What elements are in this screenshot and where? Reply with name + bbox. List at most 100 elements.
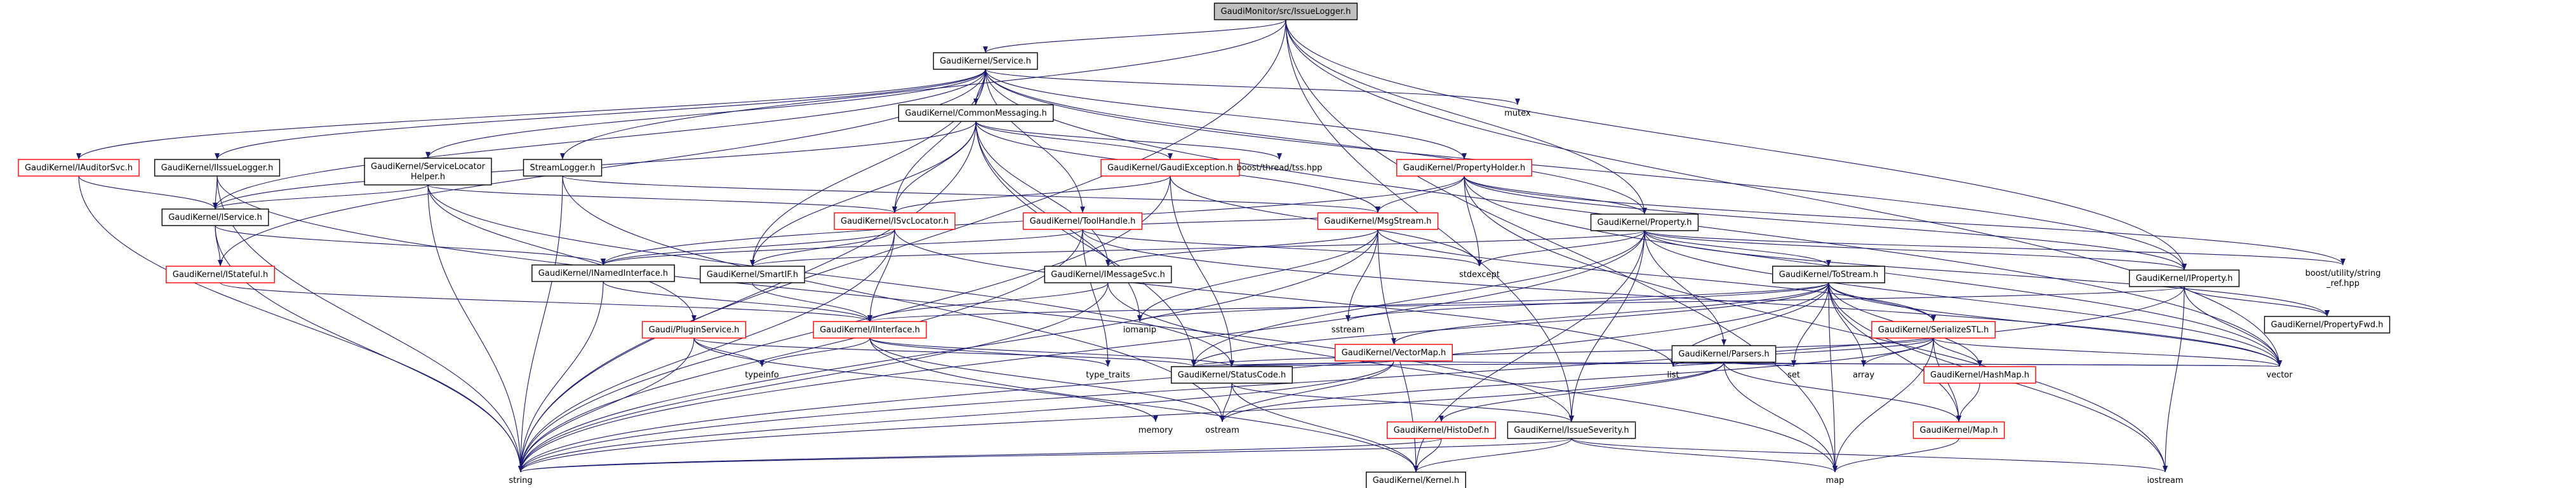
node-hashmap[interactable]: GaudiKernel/HashMap.h bbox=[1923, 366, 2036, 384]
node-iissuelogger[interactable]: GaudiKernel/IIssueLogger.h bbox=[154, 159, 281, 177]
node-box bbox=[813, 321, 927, 339]
edge-tostream-to-set bbox=[1791, 282, 1829, 367]
node-iservice[interactable]: GaudiKernel/IService.h bbox=[161, 208, 269, 226]
edge-root-to-iproperty bbox=[1285, 19, 2187, 271]
edge-toolhandle-to-inamedif bbox=[601, 229, 1083, 266]
node-toolhandle[interactable]: GaudiKernel/ToolHandle.h bbox=[1022, 212, 1143, 230]
node-tostream[interactable]: GaudiKernel/ToStream.h bbox=[1772, 266, 1885, 283]
node-box bbox=[1317, 212, 1439, 230]
node-commonmsg[interactable]: GaudiKernel/CommonMessaging.h bbox=[898, 104, 1054, 122]
node-kernel[interactable]: GaudiKernel/Kernel.h bbox=[1366, 471, 1466, 488]
edge-iissuelogger-to-string bbox=[217, 175, 523, 473]
edge-inamedif-to-iinterface bbox=[603, 281, 872, 322]
edge-property-to-propertyfwd bbox=[1644, 230, 2330, 317]
edge-propholder-to-stdexcept bbox=[1464, 175, 1482, 267]
node-label: GaudiKernel/PropertyHolder.h bbox=[1403, 163, 1526, 173]
edge-iproperty-to-string bbox=[518, 286, 2185, 473]
node-smartif[interactable]: GaudiKernel/SmartIF.h bbox=[700, 266, 805, 283]
edge-slhelper-to-iservice bbox=[213, 184, 429, 210]
node-service[interactable]: GaudiKernel/Service.h bbox=[933, 52, 1038, 70]
node-auditorsvc[interactable]: GaudiKernel/IAuditorSvc.h bbox=[18, 159, 140, 177]
node-box bbox=[1871, 321, 1996, 339]
edge-service-to-iservice bbox=[213, 69, 986, 210]
node-box bbox=[641, 321, 747, 339]
edge-toolhandle-to-typetraits bbox=[1082, 229, 1111, 367]
node-box bbox=[1171, 366, 1293, 384]
node-box bbox=[1366, 471, 1466, 488]
edge-serializestl-to-ostream bbox=[1220, 337, 1934, 423]
node-vectormap[interactable]: GaudiKernel/VectorMap.h bbox=[1334, 344, 1453, 362]
edge-slhelper-to-isvclocator bbox=[427, 184, 897, 214]
edge-iproperty-to-vector bbox=[2184, 286, 2282, 367]
edge-vectormap-to-utility bbox=[1191, 360, 1394, 367]
node-iproperty[interactable]: GaudiKernel/IProperty.h bbox=[2128, 269, 2240, 287]
edge-msgstream-to-iomanip bbox=[1137, 229, 1378, 322]
edge-serializestl-to-vector bbox=[1933, 337, 2282, 367]
edge-property-to-utility bbox=[1191, 230, 1645, 367]
edge-service-to-isvclocator bbox=[892, 69, 986, 214]
edge-pluginservice-to-memory bbox=[693, 337, 1158, 423]
node-propertyfwd[interactable]: GaudiKernel/PropertyFwd.h bbox=[2264, 316, 2391, 334]
node-inamedif[interactable]: GaudiKernel/INamedInterface.h bbox=[531, 264, 675, 282]
edge-issueseverity-to-iostream bbox=[1571, 438, 2168, 473]
node-label: GaudiKernel/VectorMap.h bbox=[1342, 348, 1446, 358]
edge-iissuelogger-to-issueseverity bbox=[217, 175, 1574, 423]
node-imessagesvc[interactable]: GaudiKernel/IMessageSvc.h bbox=[1044, 266, 1172, 283]
edge-isvclocator-to-iinterface bbox=[867, 229, 895, 322]
node-msgstream[interactable]: GaudiKernel/MsgStream.h bbox=[1317, 212, 1439, 230]
node-label: string bbox=[509, 476, 532, 485]
node-box bbox=[523, 159, 603, 177]
edge-inamedif-to-string bbox=[518, 281, 604, 473]
node-gaudiexc[interactable]: GaudiKernel/GaudiException.h bbox=[1100, 159, 1240, 177]
node-box bbox=[2264, 316, 2391, 334]
edge-map_h-to-map bbox=[1832, 438, 1959, 473]
node-box bbox=[161, 208, 269, 226]
edge-service-to-toolhandle bbox=[985, 69, 1085, 214]
edge-property-to-smartif bbox=[750, 230, 1645, 267]
node-label: GaudiKernel/ToolHandle.h bbox=[1030, 217, 1136, 226]
node-property[interactable]: GaudiKernel/Property.h bbox=[1590, 214, 1699, 231]
node-istateful[interactable]: GaudiKernel/IStateful.h bbox=[166, 266, 275, 283]
node-box bbox=[531, 264, 675, 282]
node-iinterface[interactable]: GaudiKernel/IInterface.h bbox=[813, 321, 927, 339]
node-label: GaudiKernel/Parsers.h bbox=[1678, 349, 1769, 359]
node-label: GaudiKernel/SmartIF.h bbox=[707, 270, 798, 280]
edge-hashmap-to-map_h bbox=[1956, 383, 1980, 423]
node-label: GaudiKernel/ServiceLocator bbox=[371, 162, 486, 172]
node-label: set bbox=[1787, 370, 1800, 380]
node-box bbox=[1671, 345, 1777, 363]
edge-commonmsg-to-gaudiexc bbox=[975, 121, 1173, 160]
node-parsers[interactable]: GaudiKernel/Parsers.h bbox=[1671, 345, 1777, 363]
node-label: list bbox=[1667, 370, 1679, 380]
edge-tostream-to-iomanip bbox=[1137, 282, 1829, 322]
node-streamlogger[interactable]: StreamLogger.h bbox=[523, 159, 603, 177]
node-serializestl[interactable]: GaudiKernel/SerializeSTL.h bbox=[1871, 321, 1996, 339]
edge-serializestl-to-map bbox=[1832, 337, 1934, 473]
node-label: GaudiKernel/GaudiException.h bbox=[1107, 163, 1233, 173]
edge-streamlogger-to-string bbox=[518, 175, 563, 473]
node-histodef[interactable]: GaudiKernel/HistoDef.h bbox=[1387, 421, 1496, 439]
edge-service-to-auditorsvc bbox=[76, 69, 986, 160]
node-typetraits: type_traits bbox=[1086, 370, 1130, 380]
node-label: boost/thread/tss.hpp bbox=[1237, 163, 1323, 173]
node-box bbox=[1100, 159, 1240, 177]
node-memory: memory bbox=[1138, 426, 1173, 435]
edge-iinterface-to-ostream bbox=[869, 337, 1225, 423]
edge-commonmsg-to-tss bbox=[975, 121, 1282, 160]
node-label: Helper.h bbox=[411, 172, 445, 182]
node-issueseverity[interactable]: GaudiKernel/IssueSeverity.h bbox=[1507, 421, 1636, 439]
edge-parsers-to-string bbox=[518, 362, 1725, 473]
node-propholder[interactable]: GaudiKernel/PropertyHolder.h bbox=[1396, 159, 1532, 177]
node-label: GaudiKernel/IService.h bbox=[168, 213, 262, 222]
node-label: GaudiKernel/IStateful.h bbox=[173, 270, 268, 280]
node-box bbox=[1334, 344, 1453, 362]
node-vector: vector bbox=[2266, 370, 2293, 380]
node-root[interactable]: GaudiMonitor/src/IssueLogger.h bbox=[1213, 3, 1358, 20]
node-isvclocator[interactable]: GaudiKernel/ISvcLocator.h bbox=[834, 212, 956, 230]
node-map_h[interactable]: GaudiKernel/Map.h bbox=[1912, 421, 2005, 439]
node-pluginservice[interactable]: Gaudi/PluginService.h bbox=[641, 321, 747, 339]
node-statuscode[interactable]: GaudiKernel/StatusCode.h bbox=[1171, 366, 1293, 384]
edge-tostream-to-utility bbox=[1191, 282, 1829, 367]
